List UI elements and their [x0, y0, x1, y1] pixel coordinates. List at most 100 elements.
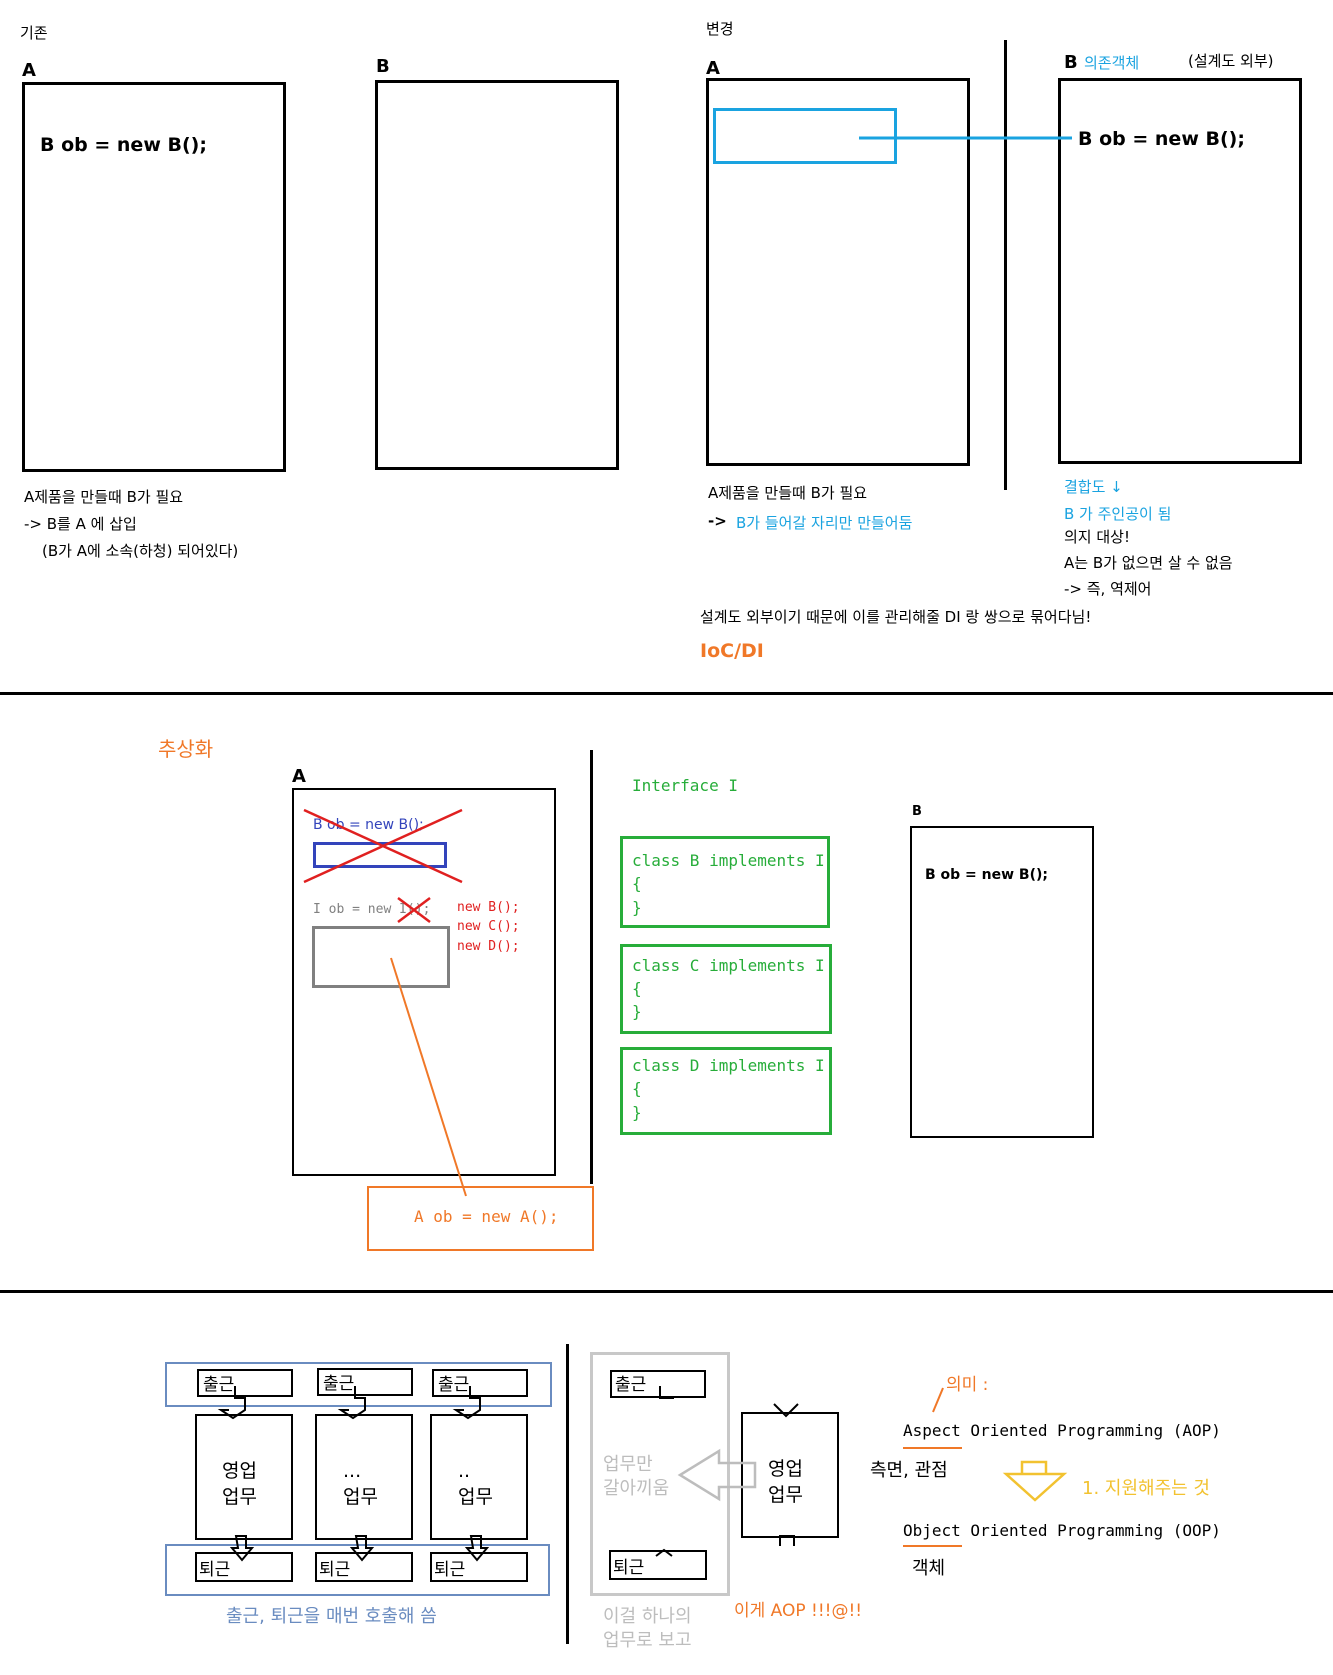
interface-slot — [312, 926, 450, 988]
meaning-label: 의미 : — [946, 1375, 989, 1395]
coupling-line-5: -> 즉, 역제어 — [1064, 580, 1152, 598]
class-d-close: } — [632, 1103, 642, 1122]
cross-line-2 — [303, 808, 463, 884]
work3-line2: 업무 — [458, 1486, 493, 1508]
right-box-b-code: B ob = new B(); — [1078, 128, 1245, 150]
right-box-b-extra: (설계도 외부) — [1188, 52, 1274, 70]
middle-clock-in-label: 출근 — [615, 1375, 647, 1395]
right-note-1: A제품을 만들때 B가 필요 — [708, 484, 868, 502]
left-note-2: -> B를 A 에 삽입 — [24, 515, 137, 533]
right-box-a-label: A — [706, 58, 720, 79]
work2-line1: ... — [343, 1460, 362, 1482]
a-new-box — [367, 1186, 594, 1251]
left-note-3: (B가 A에 소속(하청) 되어있다) — [42, 542, 239, 560]
clock-out-label-2: 퇴근 — [319, 1560, 351, 1580]
support-label: 1. 지원해주는 것 — [1082, 1478, 1210, 1499]
clock-in-group — [165, 1362, 552, 1407]
caption-left: 출근, 퇴근을 매번 호출해 씀 — [226, 1606, 437, 1627]
injection-link — [390, 957, 467, 1197]
right-box-b-tag: 의존객체 — [1084, 54, 1140, 72]
box-a-code: B ob = new B(); — [40, 134, 207, 156]
work3-line1: .. — [458, 1460, 471, 1482]
interface-title: Interface I — [632, 776, 738, 795]
section1-divider — [1004, 40, 1007, 490]
right-note-2: B가 들어갈 자리만 만들어둠 — [736, 514, 913, 532]
s2-box-b-label: B — [912, 804, 922, 819]
middle-text-2: 갈아끼움 — [603, 1478, 670, 1499]
bottom-note: 설계도 외부이기 때문에 이를 관리해줄 DI 랑 쌍으로 묶어다님! — [700, 608, 1092, 626]
clock-in-box-3 — [432, 1369, 528, 1397]
a-new-code: A ob = new A(); — [414, 1207, 559, 1226]
s2-box-b — [910, 826, 1094, 1138]
box-b-label: B — [376, 56, 390, 77]
alt-new-d: new D(); — [457, 939, 520, 954]
work-box-1 — [195, 1414, 293, 1540]
s2-box-a — [292, 788, 556, 1176]
coupling-line-1: 결합도 ↓ — [1064, 478, 1123, 496]
middle-caption-2: 업무로 보고 — [603, 1630, 692, 1651]
clock-out-label-1: 퇴근 — [199, 1560, 231, 1580]
alt-new-b: new B(); — [457, 900, 520, 915]
placeholder-slot — [713, 108, 897, 164]
coupling-line-2: B 가 주인공이 됨 — [1064, 505, 1172, 523]
s2-box-a-label: A — [292, 766, 306, 787]
clock-in-label-3: 출근 — [438, 1375, 470, 1395]
class-d-box — [620, 1047, 832, 1135]
aop-ko: 측면, 관점 — [870, 1460, 948, 1481]
s2-box-b-code: B ob = new B(); — [925, 867, 1048, 883]
section1-left-title: 기존 — [20, 24, 48, 42]
middle-caption-1: 이걸 하나의 — [603, 1606, 692, 1627]
down-arrows-bottom — [229, 1535, 490, 1562]
box-b — [375, 80, 619, 470]
coupling-line-3: 의지 대상! — [1064, 528, 1130, 546]
right-box-b-label: B — [1064, 52, 1078, 73]
oop-full: Object Oriented Programming (OOP) — [903, 1521, 1221, 1540]
crossed-code: B ob = new B(); — [313, 817, 424, 833]
box-a-label: A — [22, 60, 36, 81]
clock-out-box-1 — [195, 1552, 293, 1582]
clock-out-box-2 — [315, 1552, 413, 1582]
clock-in-label-1: 출근 — [203, 1375, 235, 1395]
abstraction-title: 추상화 — [158, 737, 214, 761]
aop-full: Aspect Oriented Programming (AOP) — [903, 1421, 1221, 1440]
middle-text-1: 업무만 — [603, 1454, 653, 1475]
clock-in-box-1 — [197, 1369, 293, 1397]
right-box-a — [706, 78, 970, 466]
class-b-box — [620, 836, 830, 928]
section3-divider — [566, 1344, 569, 1644]
section-divider-2 — [0, 1290, 1333, 1293]
middle-clock-out-label: 퇴근 — [613, 1558, 645, 1578]
right-work-top-mark — [773, 1403, 799, 1418]
oop-ko: 객체 — [912, 1558, 946, 1579]
middle-clock-out-box — [609, 1550, 707, 1580]
class-d-open: { — [632, 1079, 642, 1098]
class-d-code: class D implements I — [632, 1056, 825, 1075]
alt-new-c: new C(); — [457, 919, 520, 934]
left-note-1: A제품을 만들때 B가 필요 — [24, 488, 184, 506]
clock-in-label-2: 출근 — [323, 1374, 355, 1394]
middle-clock-in-mark — [659, 1386, 674, 1399]
middle-clock-out-mark — [655, 1548, 673, 1557]
section2-divider — [590, 750, 593, 1184]
clock-out-box-3 — [430, 1552, 528, 1582]
work2-line2: 업무 — [343, 1486, 378, 1508]
right-work-bottom-mark — [779, 1535, 795, 1546]
class-b-open: { — [632, 874, 642, 893]
middle-clock-in-box — [610, 1370, 706, 1398]
box-a — [22, 82, 286, 472]
right-work-line1: 영업 — [768, 1458, 803, 1480]
clock-in-box-2 — [317, 1368, 413, 1396]
down-arrows-top — [217, 1386, 481, 1420]
work1-line1: 영업 — [222, 1460, 257, 1482]
class-c-open: { — [632, 979, 642, 998]
aop-label: 이게 AOP !!!@!! — [734, 1601, 863, 1621]
coupling-line-4: A는 B가 없으면 살 수 없음 — [1064, 554, 1233, 572]
swap-arrow — [677, 1448, 757, 1502]
class-b-close: } — [632, 898, 642, 917]
meaning-tick — [932, 1387, 944, 1413]
work-box-3 — [430, 1414, 528, 1540]
section1-right-title: 변경 — [706, 20, 734, 38]
class-c-code: class C implements I — [632, 956, 825, 975]
clock-out-label-3: 퇴근 — [434, 1560, 466, 1580]
